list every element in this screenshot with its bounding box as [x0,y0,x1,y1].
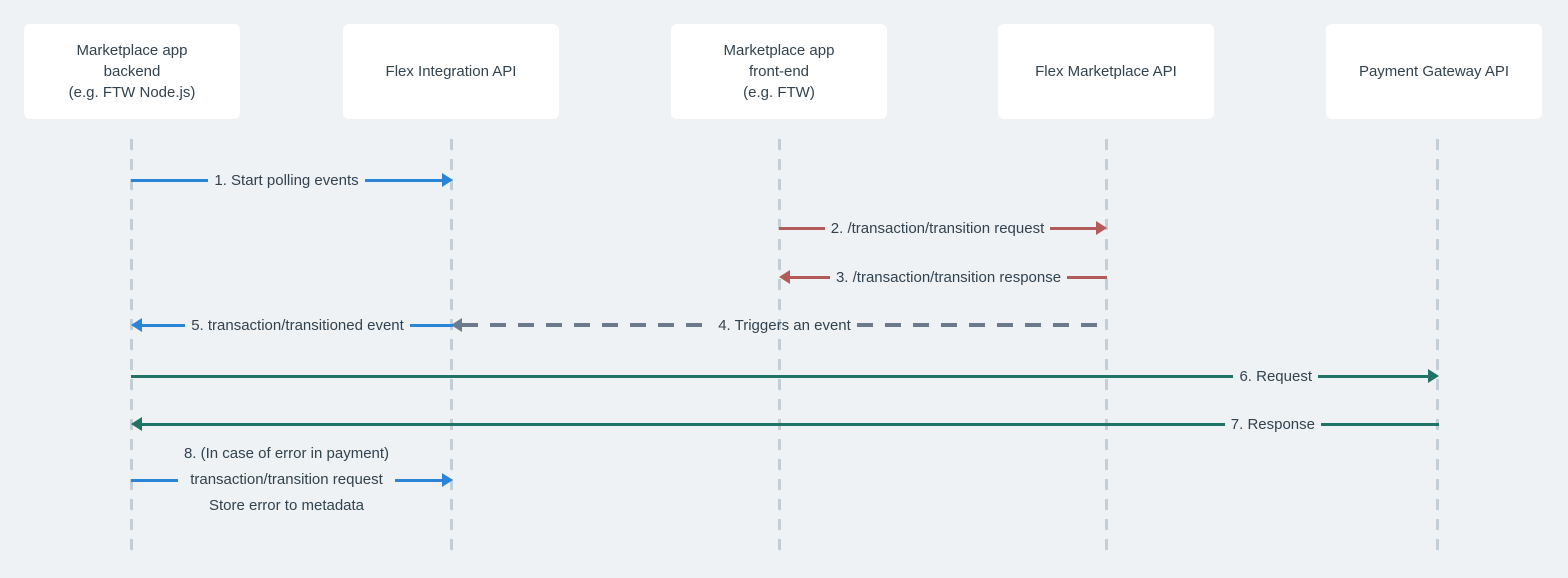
message-6-request[interactable]: 6. Request [131,363,1439,389]
message-3-line [790,275,830,279]
message-1-label: 1. Start polling events [214,171,359,189]
message-6-line-2 [1318,374,1428,378]
message-4-triggers-an-event[interactable]: 4. Triggers an event [451,312,1108,338]
message-5-label: 5. transaction/transitioned event [191,316,404,334]
message-3-transaction-transition-response[interactable]: 3. /transaction/transition response [779,264,1107,290]
message-3-label: 3. /transaction/transition response [835,268,1062,286]
arrowhead-right-icon [442,473,453,487]
message-1-line-2 [364,178,443,182]
arrowhead-left-icon [131,417,142,431]
participant-box-payment-gateway-api[interactable]: Payment Gateway API [1326,24,1542,119]
arrowhead-right-icon [1096,221,1108,235]
lifeline-payment-gateway-api [1436,139,1439,550]
message-4-line [462,323,713,327]
message-6-line [131,374,1234,378]
message-8-label: 8. (In case of error in payment) transac… [183,445,390,514]
message-8-line [131,478,178,482]
message-5-line [142,323,186,327]
message-2-line-2 [1050,226,1097,230]
participant-label-payment-gateway-api: Payment Gateway API [1358,63,1510,80]
message-2-line [779,226,825,230]
message-5-line-2 [409,323,454,327]
message-7-label: 7. Response [1230,415,1315,433]
arrowhead-left-icon [131,318,142,332]
message-8-error-transaction-transition-request[interactable]: 8. (In case of error in payment) transac… [131,441,453,519]
message-7-line [142,422,1225,426]
arrowhead-right-icon [1428,369,1439,383]
participant-label-flex-marketplace-api: Flex Marketplace API [1035,63,1177,80]
participant-box-flex-marketplace-api[interactable]: Flex Marketplace API [998,24,1214,119]
lifeline-flex-integration-api [450,139,453,550]
arrowhead-right-icon [442,173,454,187]
message-7-response[interactable]: 7. Response [131,411,1439,437]
lifeline-flex-marketplace-api [1105,139,1108,550]
participant-box-flex-integration-api[interactable]: Flex Integration API [343,24,559,119]
participant-label-marketplace-app-frontend: Marketplace app front-end (e.g. FTW) [723,42,835,101]
participant-label-marketplace-app-backend: Marketplace app backend (e.g. FTW Node.j… [68,42,196,101]
message-1-start-polling-events[interactable]: 1. Start polling events [131,167,454,193]
message-8-line-2 [395,478,442,482]
message-7-line-2 [1321,422,1439,426]
message-2-label: 2. /transaction/transition request [830,219,1045,237]
message-3-line-2 [1067,275,1107,279]
message-6-label: 6. Request [1239,367,1312,385]
message-4-label: 4. Triggers an event [718,316,851,334]
participant-box-marketplace-app-backend[interactable]: Marketplace app backend (e.g. FTW Node.j… [24,24,240,119]
lifeline-marketplace-app-frontend [778,139,781,550]
participant-label-flex-integration-api: Flex Integration API [385,63,517,80]
message-1-line [131,178,209,182]
arrowhead-left-icon [451,318,462,332]
message-2-transaction-transition-request[interactable]: 2. /transaction/transition request [779,215,1108,241]
message-4-line-2 [856,323,1108,327]
arrowhead-left-icon [779,270,790,284]
message-5-transaction-transitioned-event[interactable]: 5. transaction/transitioned event [131,312,454,338]
participant-box-marketplace-app-frontend[interactable]: Marketplace app front-end (e.g. FTW) [671,24,887,119]
lifeline-marketplace-app-backend [130,139,133,550]
